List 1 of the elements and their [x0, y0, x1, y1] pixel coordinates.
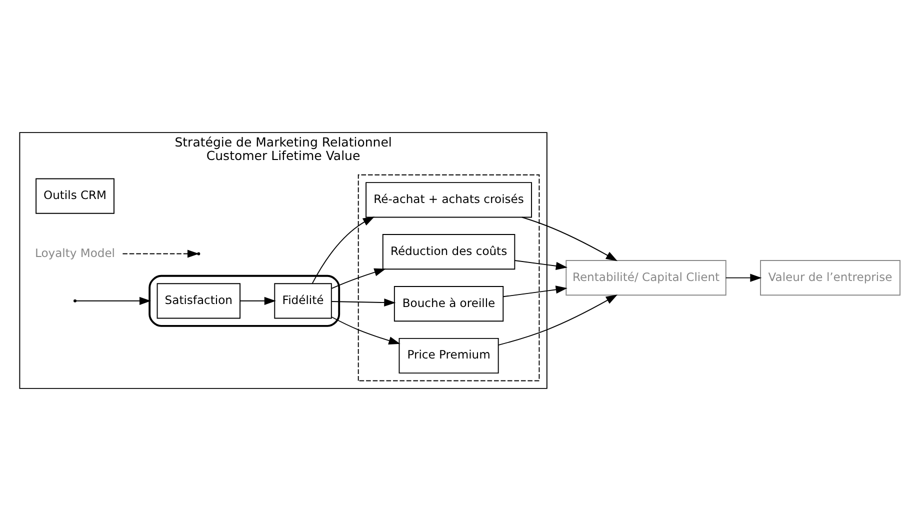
node-text: Loyalty Model [35, 246, 116, 260]
